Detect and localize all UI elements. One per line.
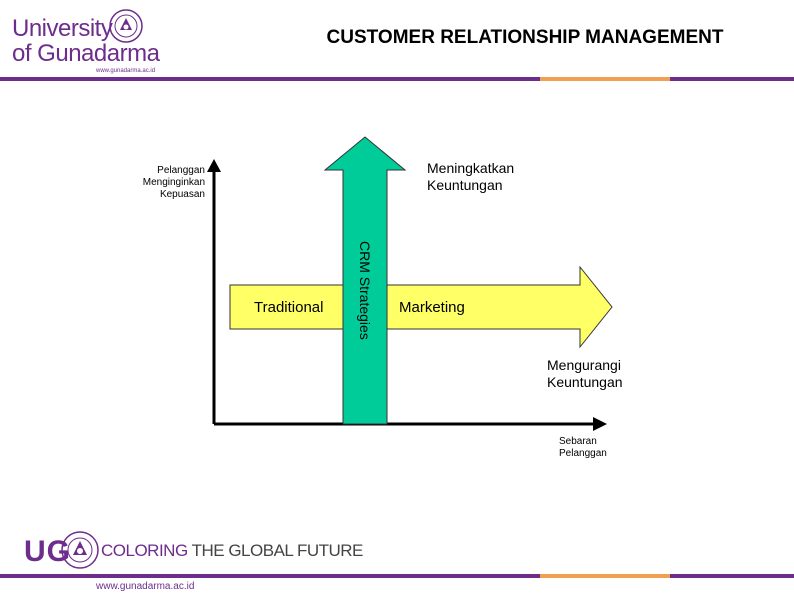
top-divider-accent <box>540 77 670 81</box>
crm-strategies-label: CRM Strategies <box>357 241 373 340</box>
university-name-line2: of Gunadarma <box>12 40 160 67</box>
header-website: www.gunadarma.ac.id <box>96 68 156 74</box>
page-title: CUSTOMER RELATIONSHIP MANAGEMENT <box>326 27 724 48</box>
crm-strategies-arrow <box>323 136 407 425</box>
university-seal-icon <box>109 9 143 43</box>
y-axis-label: Pelanggan Menginginkan Kepuasan <box>142 165 205 200</box>
y-axis-arrowhead <box>207 159 221 172</box>
bottom-divider <box>0 574 794 578</box>
footer-website: www.gunadarma.ac.id <box>96 581 195 592</box>
x-axis-label: Sebaran Pelanggan <box>559 436 607 459</box>
bottom-divider-accent <box>540 574 670 578</box>
bottom-label: Mengurangi Keuntungan <box>547 357 623 390</box>
university-name-line1: University <box>12 15 113 42</box>
marketing-arrow <box>229 265 613 349</box>
traditional-label: Traditional <box>254 299 324 316</box>
top-label: Meningkatkan Keuntungan <box>427 160 515 193</box>
footer-tagline: COLORING THE GLOBAL FUTURE <box>101 541 363 560</box>
x-axis-arrowhead <box>593 417 607 431</box>
marketing-label: Marketing <box>399 299 465 316</box>
footer-seal-icon <box>61 531 99 569</box>
top-divider <box>0 77 794 81</box>
